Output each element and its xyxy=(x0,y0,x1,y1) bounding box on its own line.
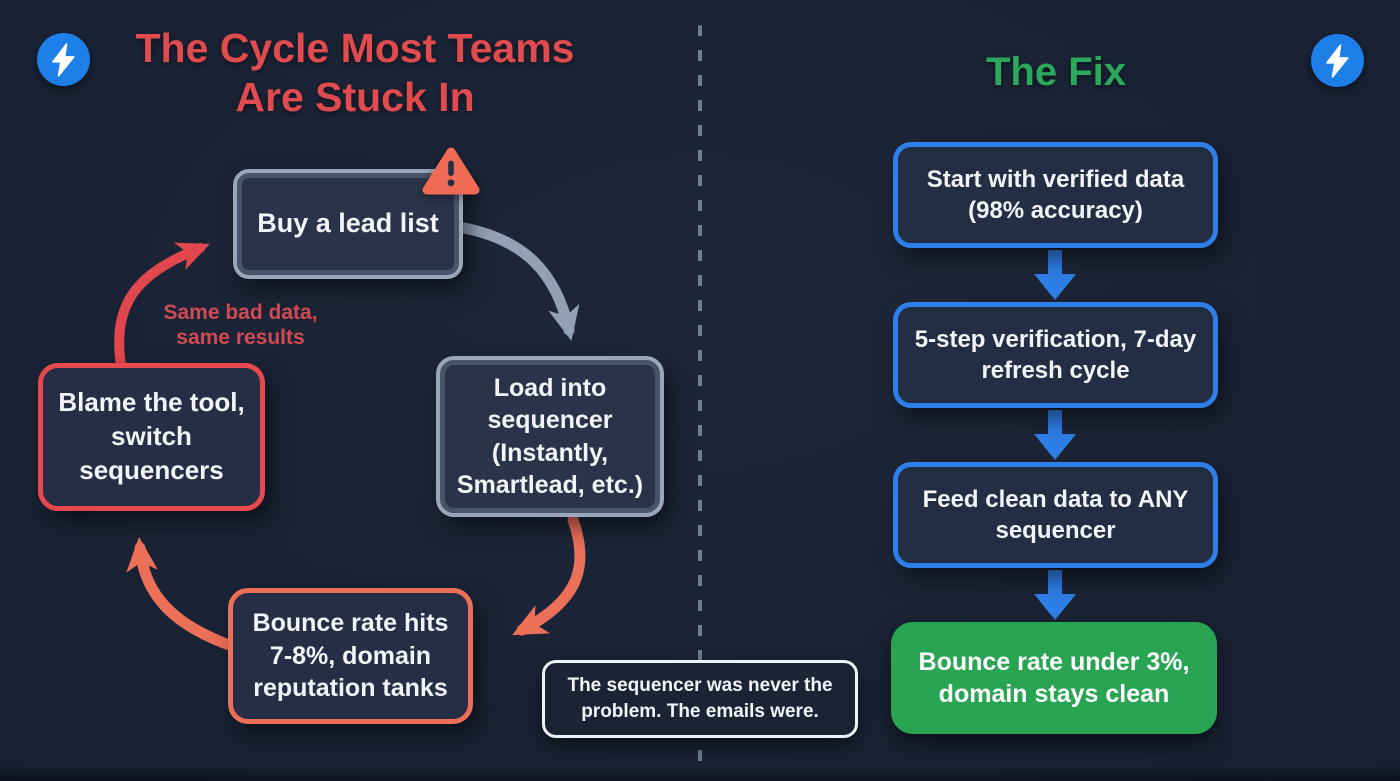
arrow-bounce-to-blame xyxy=(126,536,238,652)
warning-triangle-icon xyxy=(422,147,480,195)
fix-step-label: 5-step verification, 7-day refresh cycle xyxy=(914,325,1197,384)
node-load-label: Load into sequencer (Instantly, Smartlea… xyxy=(456,373,644,500)
fix-result-label: Bounce rate under 3%, domain stays clean xyxy=(918,647,1190,709)
node-load-into-sequencer: Load into sequencer (Instantly, Smartlea… xyxy=(436,356,664,517)
arrow-step3-to-result xyxy=(1034,570,1076,620)
arrow-step2-to-step3 xyxy=(1034,410,1076,460)
arrow-buy-to-load xyxy=(458,222,580,341)
lightning-badge-right xyxy=(1311,34,1364,87)
node-bounce-label: Bounce rate hits 7-8%, domain reputation… xyxy=(252,609,449,703)
quote-text: The sequencer was never the problem. The… xyxy=(567,675,833,722)
fix-step-label: Feed clean data to ANY sequencer xyxy=(922,485,1189,544)
fix-result-box: Bounce rate under 3%, domain stays clean xyxy=(891,622,1217,734)
node-blame-the-tool: Blame the tool, switch sequencers xyxy=(38,363,265,511)
fix-title: The Fix xyxy=(985,50,1127,94)
fix-step-verification-cycle: 5-step verification, 7-day refresh cycle xyxy=(893,302,1218,408)
quote-box: The sequencer was never the problem. The… xyxy=(542,660,858,738)
lightning-badge-left xyxy=(37,33,90,86)
arrow-step1-to-step2 xyxy=(1034,250,1076,300)
cycle-note: Same bad data, same results xyxy=(163,301,318,350)
arrow-load-to-bounce xyxy=(512,514,586,636)
dashed-divider xyxy=(698,25,702,767)
node-buy-label: Buy a lead list xyxy=(257,208,439,239)
node-buy-lead-list: Buy a lead list xyxy=(233,169,463,279)
cycle-title: The Cycle Most Teams Are Stuck In xyxy=(135,25,575,121)
lightning-bolt-icon xyxy=(51,42,75,77)
lightning-bolt-icon xyxy=(1325,43,1349,78)
fix-step-label: Start with verified data (98% accuracy) xyxy=(926,165,1185,224)
node-blame-label: Blame the tool, switch sequencers xyxy=(58,387,245,485)
fix-step-verified-data: Start with verified data (98% accuracy) xyxy=(893,142,1218,248)
fix-step-feed-clean-data: Feed clean data to ANY sequencer xyxy=(893,462,1218,568)
node-bounce-rate-tanks: Bounce rate hits 7-8%, domain reputation… xyxy=(228,588,473,724)
